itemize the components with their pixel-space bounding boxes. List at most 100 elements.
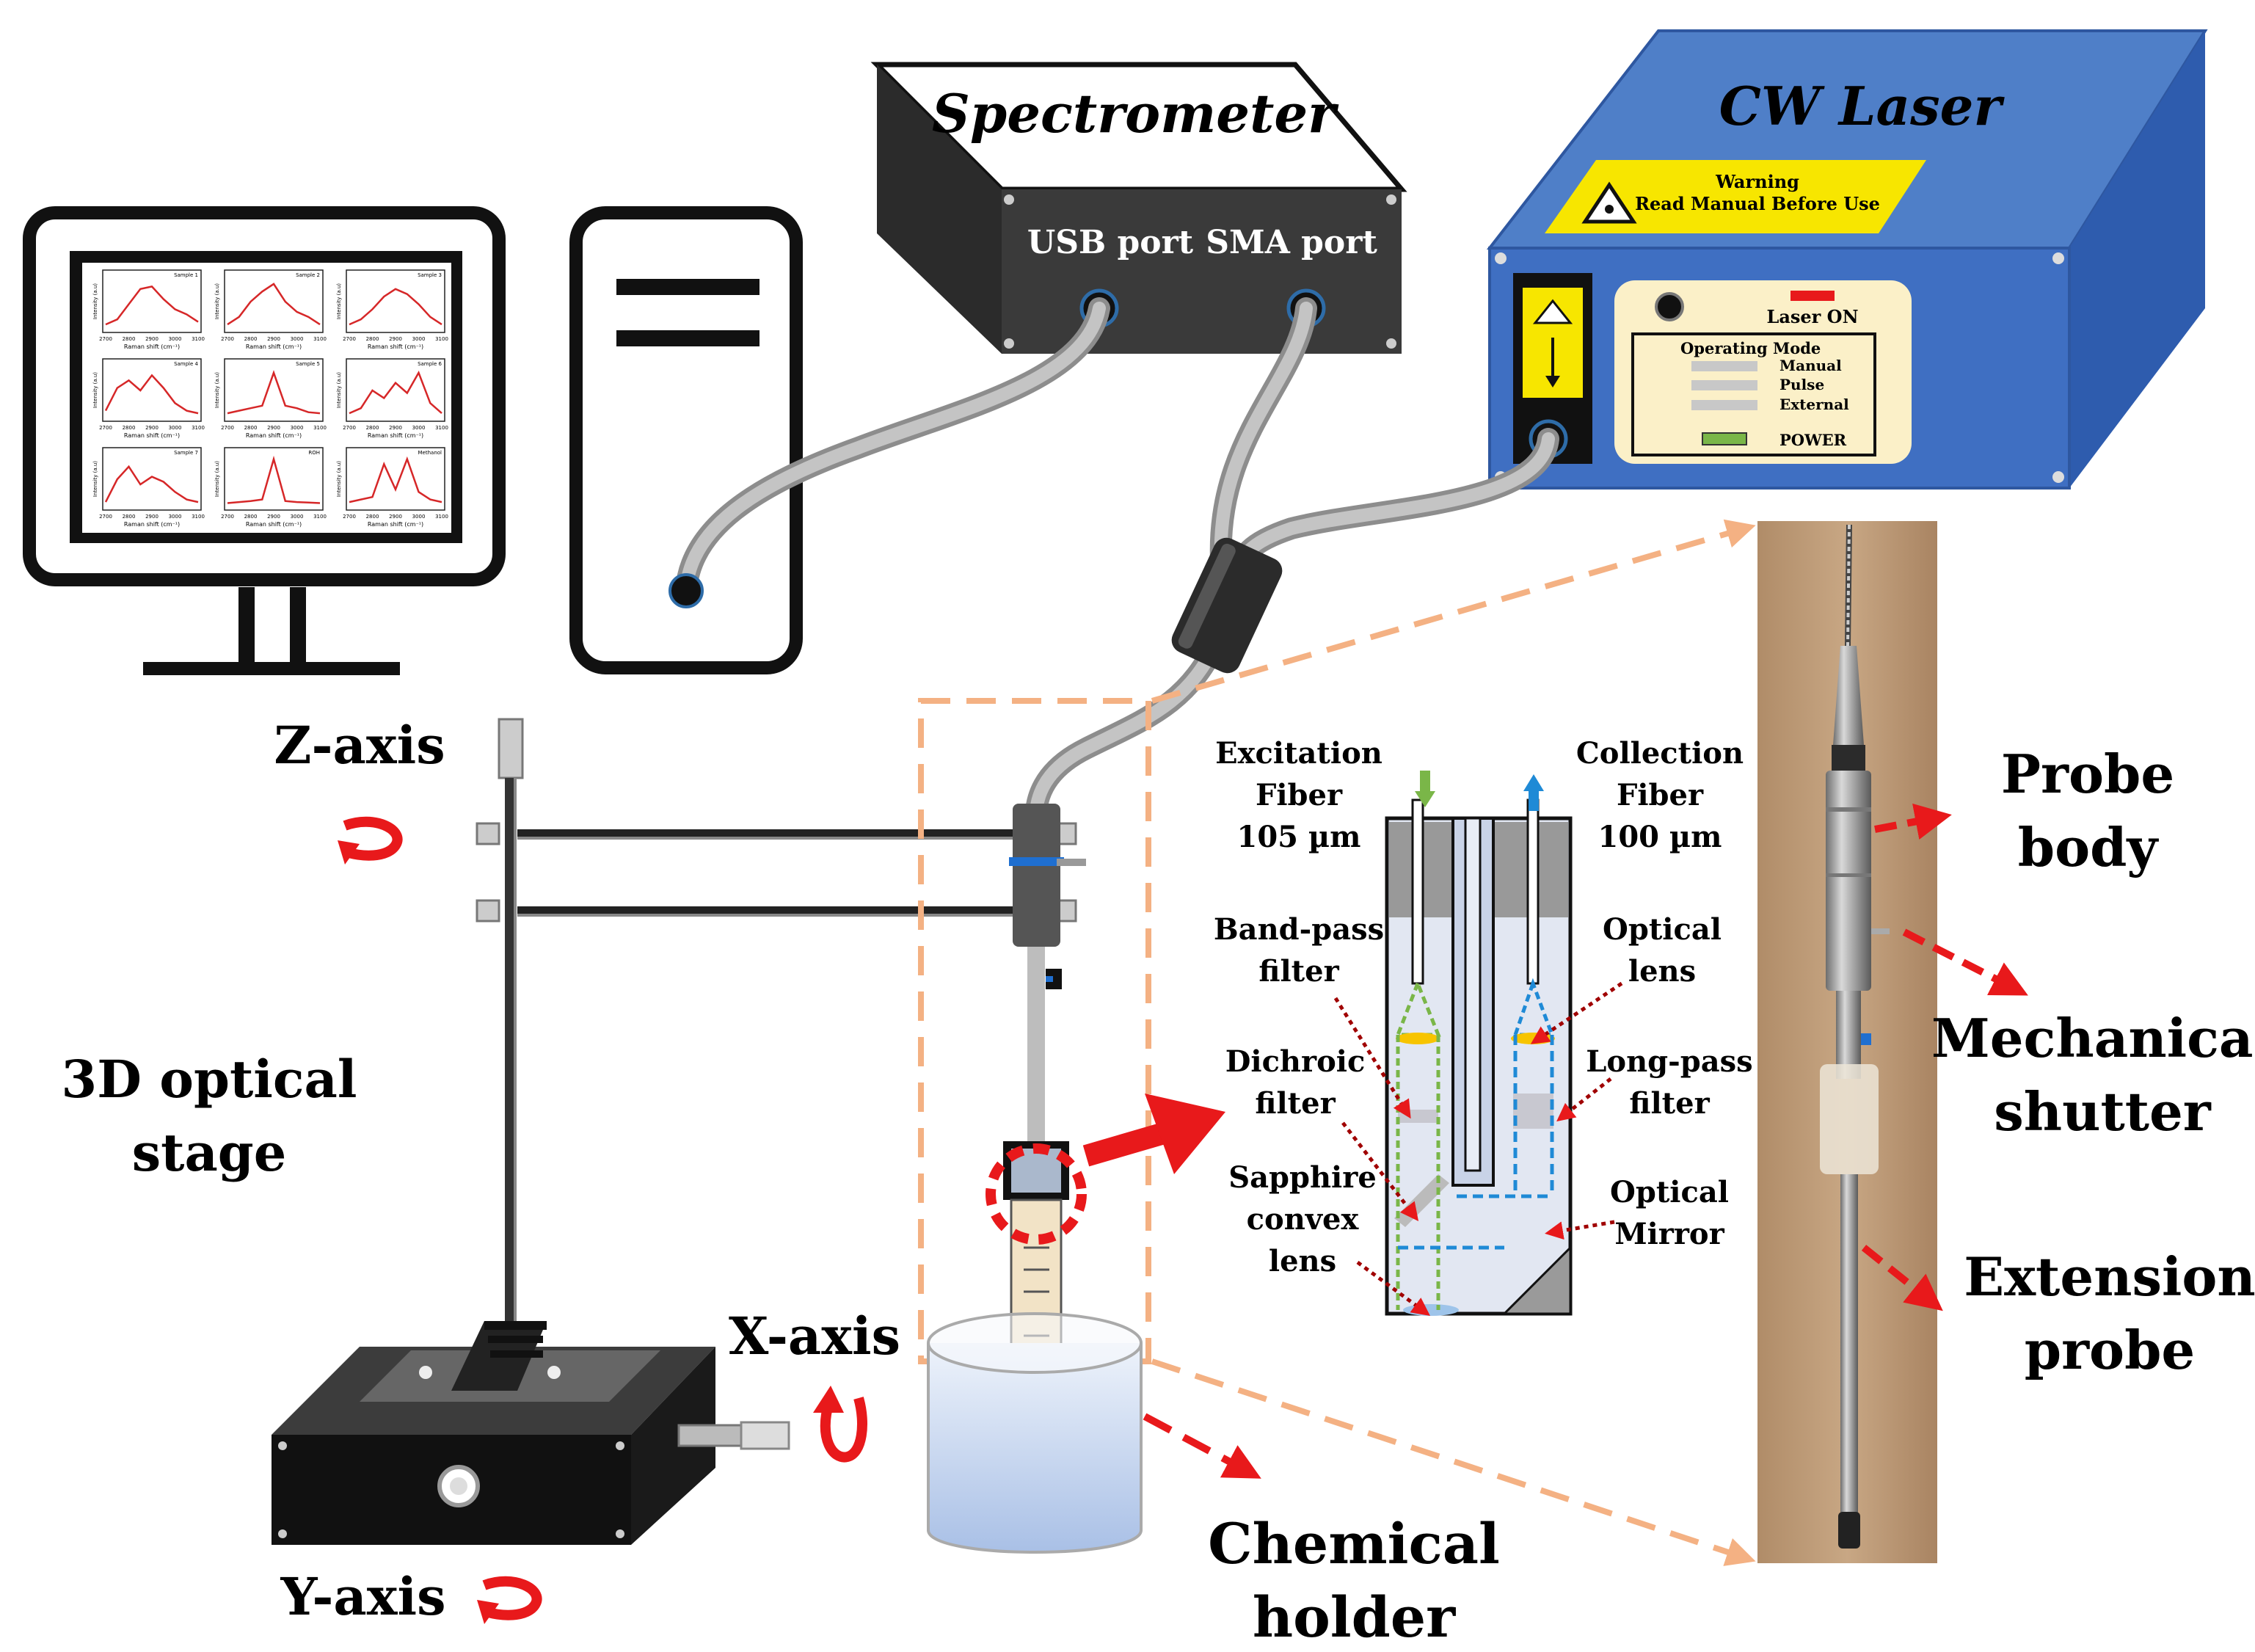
mini-plot-xtick: 3000 [291, 336, 304, 342]
probe-tip-highlight [986, 1143, 1087, 1245]
mini-plot-xtick: 2900 [389, 425, 402, 431]
mini-plot-xlabel: Raman shift (cm⁻¹) [246, 521, 302, 528]
mini-plot-xtick: 2800 [123, 514, 136, 520]
optical-lens-line-2: lens [1628, 954, 1696, 989]
mini-plot-xtick: 2700 [221, 336, 234, 342]
sma-port-label: SMA port [1206, 224, 1377, 261]
spectrometer-title: Spectrometer [932, 82, 1339, 145]
fiber-cables [675, 297, 1559, 833]
mini-plot-xtick: 2800 [366, 425, 379, 431]
mini-plot-xtick: 2900 [145, 514, 159, 520]
excitation-line-3: 105 µm [1236, 820, 1360, 854]
mini-plot-xtick: 2700 [343, 514, 356, 520]
mini-plot-xtick: 3000 [412, 425, 426, 431]
mini-plot-legend: Sample 5 [296, 361, 320, 367]
probe-body-line-1: Probe [2001, 743, 2174, 805]
sapphire-line-3: lens [1269, 1244, 1336, 1278]
dichroic-line-2: filter [1255, 1086, 1336, 1121]
excitation-line-2: Fiber [1256, 778, 1343, 812]
photo-arrows [1861, 803, 2028, 1311]
fiber-coupler [1171, 537, 1283, 674]
z-axis-rotation-icon [338, 816, 403, 865]
bandpass-line-1: Band-pass [1214, 912, 1384, 947]
mini-plot-ylabel: Intensity (a.u) [336, 372, 342, 408]
x-axis-label: X-axis [729, 1306, 900, 1367]
mini-plot-xtick: 2800 [366, 336, 379, 342]
probe-cross-section [1385, 771, 1573, 1316]
mini-plot-legend: Sample 4 [174, 361, 198, 367]
mini-plot-legend: Sample 2 [296, 272, 320, 278]
mini-plot-xtick: 2700 [221, 425, 234, 431]
mini-plot-xtick: 3000 [291, 425, 304, 431]
sapphire-line-1: Sapphire [1228, 1160, 1377, 1195]
mini-plot-spectrum [104, 465, 199, 503]
x-axis-rotation-icon [813, 1386, 867, 1463]
mini-plot-xtick: 3100 [313, 514, 327, 520]
mini-plot-frame [346, 358, 445, 422]
mini-plot-frame [224, 269, 324, 333]
mini-plot-xtick: 2800 [244, 425, 258, 431]
collection-line-3: 100 µm [1598, 820, 1722, 854]
mini-plot-legend: Sample 6 [418, 361, 442, 367]
mini-plot-frame [102, 447, 202, 511]
mini-plot-xtick: 3000 [169, 425, 182, 431]
zoom-dash-top [1151, 519, 1756, 704]
excitation-line-1: Excitation [1215, 736, 1382, 771]
mini-plot-spectrum [349, 456, 442, 503]
sapphire-line-2: convex [1247, 1202, 1360, 1237]
mini-plot-xtick: 3100 [435, 514, 448, 520]
mini-plot-spectrum [227, 283, 321, 326]
power-label: POWER [1779, 431, 1847, 449]
mini-plot-xtick: 2900 [389, 336, 402, 342]
mini-plot-xtick: 2900 [145, 425, 159, 431]
mode-manual-label: Manual [1779, 357, 1842, 374]
mini-plot-xtick: 2900 [389, 514, 402, 520]
laser-on-label: Laser ON [1766, 306, 1858, 327]
mini-plot-xtick: 2800 [366, 514, 379, 520]
mini-plot-xtick: 2700 [99, 514, 112, 520]
z-axis-label: Z-axis [274, 715, 445, 776]
spectrometer-box [870, 62, 1407, 354]
mini-plot-xtick: 2700 [99, 336, 112, 342]
mini-plot-xtick: 3100 [192, 336, 205, 342]
mini-plot-xtick: 2900 [267, 336, 280, 342]
chemical-beaker [927, 1312, 1143, 1554]
chemical-holder-line-1: Chemical [1208, 1511, 1500, 1576]
laser-title: CW Laser [1719, 75, 2006, 137]
mini-plot-xlabel: Raman shift (cm⁻¹) [124, 343, 180, 350]
mini-plot-spectrum [104, 374, 199, 415]
mini-plot-xtick: 2700 [221, 514, 234, 520]
collection-line-2: Fiber [1617, 778, 1704, 812]
mini-plot-spectrum [349, 288, 442, 326]
mode-external-label: External [1779, 396, 1849, 413]
mirror-line-2: Mirror [1614, 1217, 1724, 1251]
schematic-pointer-lines [1333, 981, 1623, 1316]
y-axis-label: Y-axis [280, 1566, 445, 1627]
mini-plot-xtick: 3000 [169, 514, 182, 520]
mini-plot-xlabel: Raman shift (cm⁻¹) [368, 521, 423, 528]
dichroic-line-1: Dichroic [1225, 1044, 1366, 1079]
bandpass-line-2: filter [1258, 954, 1339, 989]
mini-plot-xtick: 3100 [192, 514, 205, 520]
mini-plot-xtick: 3100 [313, 336, 327, 342]
zoom-arrow-to-schematic [1082, 1094, 1225, 1174]
mini-plot-xtick: 3100 [192, 425, 205, 431]
warning-line-2: Read Manual Before Use [1635, 193, 1880, 214]
optical-stage [272, 718, 1077, 1545]
extension-line-1: Extension [1964, 1245, 2255, 1308]
zoom-dash-bottom [1151, 1358, 1756, 1566]
mini-plot-xlabel: Raman shift (cm⁻¹) [246, 343, 302, 350]
mini-plot-legend: Sample 7 [174, 450, 198, 456]
longpass-line-2: filter [1629, 1086, 1710, 1121]
y-axis-rotation-icon [477, 1576, 542, 1624]
probe-photo [1757, 521, 1937, 1563]
mini-plot-spectrum [227, 455, 321, 504]
mini-plot-frame [346, 447, 445, 511]
mini-plot-xtick: 2900 [267, 425, 280, 431]
pc-tower [569, 206, 803, 674]
mini-plot-xtick: 2700 [99, 425, 112, 431]
mini-plot-spectrum [349, 370, 442, 415]
mini-plot-xlabel: Raman shift (cm⁻¹) [124, 432, 180, 439]
mini-plot-xlabel: Raman shift (cm⁻¹) [124, 521, 180, 528]
